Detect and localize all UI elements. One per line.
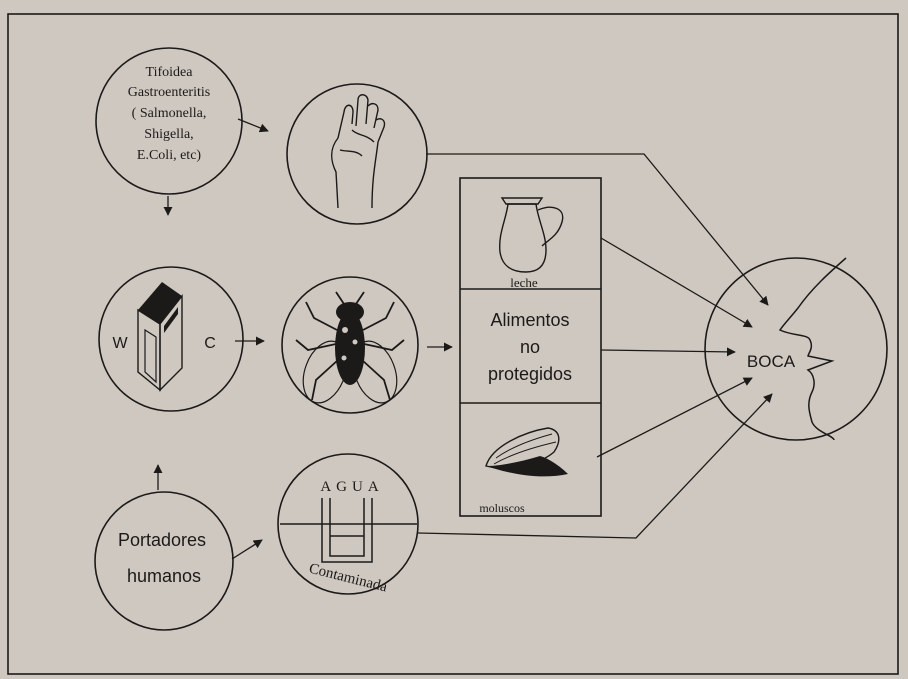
face-profile-icon — [778, 257, 847, 441]
arrow-milk-to-mouth — [600, 237, 753, 328]
glass-tube-icon — [321, 498, 373, 563]
carriers-label-line2: humanos — [127, 566, 201, 586]
arrow-hands-to-mouth — [426, 153, 769, 306]
milk-label: leche — [510, 275, 538, 290]
water-node: AGUA Contaminada — [277, 453, 419, 596]
carriers-label-line1: Portadores — [118, 530, 206, 550]
mussel-icon — [485, 427, 568, 477]
fly-icon — [295, 291, 405, 404]
connectors — [153, 118, 773, 560]
arrow-food-to-mouth — [600, 347, 736, 357]
arrow-carriers-to-water — [231, 539, 263, 560]
arrow-disease-to-hands — [237, 118, 269, 133]
mouth-label: BOCA — [747, 352, 796, 371]
water-label-agua: AGUA — [320, 479, 383, 495]
jug-icon — [498, 197, 564, 273]
disease-gastroenteritis: Gastroenteritis — [128, 85, 210, 100]
water-label-contaminada: Contaminada — [307, 561, 389, 596]
diagram-frame — [7, 13, 899, 675]
disease-shigella: Shigella, — [144, 127, 193, 142]
disease-ecoli: E.Coli, etc) — [137, 148, 201, 163]
fly-node — [281, 276, 419, 414]
hand-icon — [331, 94, 386, 209]
carriers-node: Portadores humanos — [94, 491, 234, 631]
unprotected-food-line2: no — [520, 337, 540, 357]
shellfish-label: moluscos — [479, 501, 525, 515]
mouth-node: BOCA — [704, 257, 888, 441]
disease-tifoidea: Tifoidea — [146, 65, 194, 80]
latrine-node: W C — [98, 266, 244, 412]
disease-salmonella: ( Salmonella, — [132, 106, 207, 121]
unprotected-food-line3: protegidos — [488, 364, 572, 384]
unprotected-food-line1: Alimentos — [490, 310, 569, 330]
food-column: leche Alimentos no protegidos moluscos — [459, 177, 602, 517]
outhouse-icon — [137, 282, 183, 392]
disease-node: Tifoidea Gastroenteritis ( Salmonella, S… — [95, 47, 243, 195]
arrow-water-to-mouth — [417, 393, 773, 539]
arrow-shellfish-to-mouth — [596, 377, 753, 458]
hands-node — [286, 83, 428, 225]
latrine-letter-w: W — [112, 335, 128, 352]
latrine-letter-c: C — [204, 335, 216, 352]
